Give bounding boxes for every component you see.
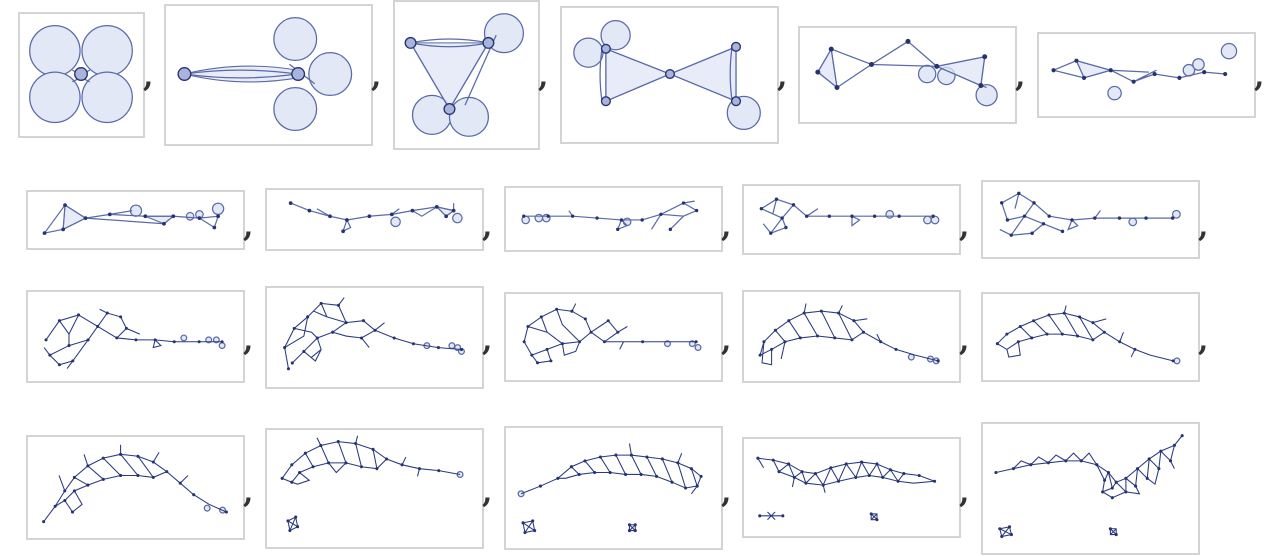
graph-frame-7 <box>26 190 245 250</box>
separator-comma: , <box>959 209 970 244</box>
graph-diagram-3 <box>404 13 525 137</box>
separator-comma: , <box>777 59 788 94</box>
separator-comma: , <box>371 59 382 94</box>
graph-diagram-20 <box>756 456 937 522</box>
graph-diagram-8 <box>288 201 463 234</box>
graph-frame-12 <box>26 290 245 383</box>
graph-frame-16 <box>981 292 1200 382</box>
separator-comma: , <box>243 475 254 510</box>
separator-comma: , <box>1198 323 1209 358</box>
separator-comma: , <box>1254 59 1265 94</box>
separator-comma: , <box>721 475 732 510</box>
graph-frame-4 <box>560 6 779 144</box>
graph-frame-19 <box>504 426 723 550</box>
graph-diagram-2 <box>177 17 353 132</box>
graph-frame-18 <box>265 428 484 549</box>
graph-diagram-1 <box>29 24 133 124</box>
graph-diagram-4 <box>573 19 761 131</box>
separator-comma: , <box>482 209 493 244</box>
graph-diagram-9 <box>521 200 699 232</box>
graph-frame-9 <box>504 186 723 252</box>
graph-frame-14 <box>504 292 723 382</box>
separator-comma: , <box>721 209 732 244</box>
separator-comma: , <box>482 475 493 510</box>
graph-frame-13 <box>265 286 484 389</box>
graph-frame-10 <box>742 184 961 255</box>
separator-comma: , <box>482 323 493 358</box>
graph-diagram-7 <box>42 202 225 235</box>
graph-frame-2 <box>164 4 373 146</box>
separator-comma: , <box>143 59 154 94</box>
graph-diagram-10 <box>759 197 940 235</box>
graph-frame-8 <box>265 188 484 251</box>
separator-comma: , <box>1015 59 1026 94</box>
graph-frame-21 <box>981 422 1200 555</box>
separator-comma: , <box>959 475 970 510</box>
graph-diagram-18 <box>280 435 464 533</box>
graph-frame-3 <box>393 0 540 150</box>
graph-diagram-13 <box>283 297 465 371</box>
graph-frame-5 <box>798 26 1017 124</box>
separator-comma: , <box>243 323 254 358</box>
graph-diagram-12 <box>43 308 226 369</box>
graph-frame-6 <box>1037 32 1256 118</box>
graph-frame-15 <box>742 290 961 383</box>
graph-diagram-19 <box>517 443 703 535</box>
graph-frame-17 <box>26 435 245 540</box>
separator-comma: , <box>243 209 254 244</box>
graph-diagram-14 <box>522 303 702 365</box>
graph-frame-11 <box>981 180 1200 259</box>
graph-diagram-21 <box>994 434 1184 539</box>
separator-comma: , <box>721 323 732 358</box>
graph-diagram-6 <box>1051 42 1238 101</box>
separator-comma: , <box>1198 209 1209 244</box>
graph-frame-1 <box>18 12 145 138</box>
graph-frame-20 <box>742 437 961 538</box>
graph-diagram-5 <box>815 38 998 107</box>
graph-diagram-15 <box>758 303 940 366</box>
separator-comma: , <box>959 323 970 358</box>
graph-diagram-11 <box>999 191 1181 237</box>
graph-diagram-17 <box>42 444 228 524</box>
graph-diagram-16 <box>995 305 1181 365</box>
separator-comma: , <box>538 59 549 94</box>
